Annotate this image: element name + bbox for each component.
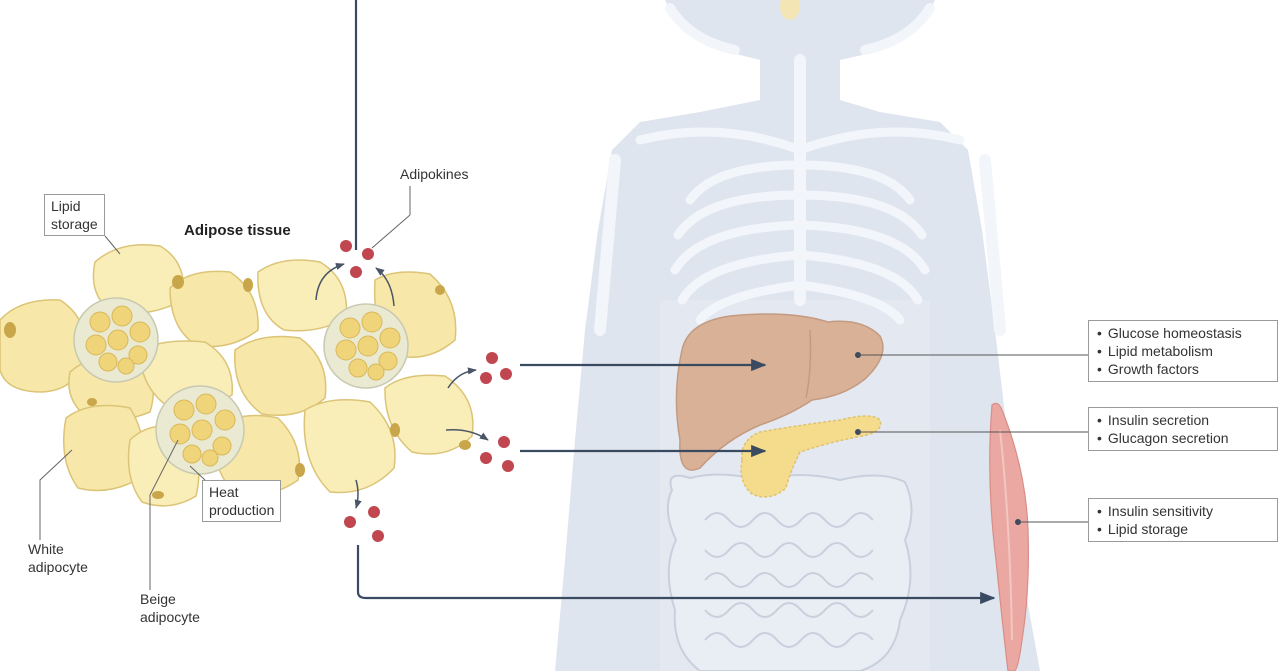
heat-production-line-2: production xyxy=(209,502,275,518)
liver-effects-box: Glucose homeostasis Lipid metabolism Gro… xyxy=(1088,320,1278,382)
white-adipocyte-line-1: White xyxy=(28,541,64,557)
skeleton xyxy=(594,3,1006,336)
liver-effect-item: Lipid metabolism xyxy=(1097,342,1269,360)
heat-production-label: Heat production xyxy=(202,480,282,522)
muscle-effect-item: Insulin sensitivity xyxy=(1097,502,1269,520)
beige-adipocyte-cells xyxy=(73,297,409,475)
signaling-arrows xyxy=(354,0,996,605)
lipid-storage-line-2: storage xyxy=(51,216,98,232)
heat-production-line-1: Heat xyxy=(209,484,239,500)
liver-effect-item: Growth factors xyxy=(1097,360,1269,378)
lipid-storage-label: Lipid storage xyxy=(44,194,105,236)
liver-effect-item: Glucose homeostasis xyxy=(1097,324,1269,342)
adipose-tissue-cluster xyxy=(0,243,474,507)
label-leaders xyxy=(39,186,411,590)
beige-adipocyte-line-1: Beige xyxy=(140,591,176,607)
muscle-effects-box: Insulin sensitivity Lipid storage xyxy=(1088,498,1278,542)
muscle-effect-item: Lipid storage xyxy=(1097,520,1269,538)
adipokine-particles xyxy=(340,240,514,542)
release-arrows xyxy=(315,262,489,509)
pancreas-organ xyxy=(740,415,882,498)
pancreas-effects-box: Insulin secretion Glucagon secretion xyxy=(1088,407,1278,451)
intestines xyxy=(666,473,913,671)
white-adipocyte-line-2: adipocyte xyxy=(28,559,88,575)
adipokines-label: Adipokines xyxy=(400,166,469,182)
beige-adipocyte-label: Beige adipocyte xyxy=(140,590,200,626)
adipose-tissue-title: Adipose tissue xyxy=(184,222,291,239)
white-adipocyte-label: White adipocyte xyxy=(28,540,88,576)
throat-gland xyxy=(780,0,800,20)
liver-organ xyxy=(675,313,884,471)
pancreas-effect-item: Glucagon secretion xyxy=(1097,429,1269,447)
beige-adipocyte-line-2: adipocyte xyxy=(140,609,200,625)
lipid-storage-line-1: Lipid xyxy=(51,198,81,214)
pancreas-effect-item: Insulin secretion xyxy=(1097,411,1269,429)
